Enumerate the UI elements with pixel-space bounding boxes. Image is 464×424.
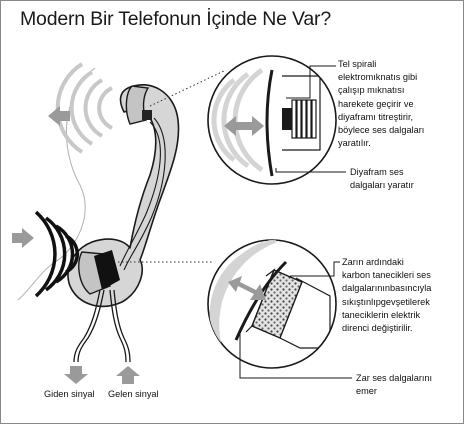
mouthpiece-in-arrow-icon [12,228,34,248]
carbon-desc-line: karbon tanecikleri ses [342,270,431,281]
coil-description: Tel spirali elektromıknatıs gibi çalışıp… [338,58,424,150]
outgoing-wire [73,289,101,363]
earpiece-waves [55,62,113,154]
coil-desc-line: harekete geçirir ve [338,98,414,109]
carbon-desc-line: dalgalarınınbasıncıyla [342,283,432,294]
carbon-capsule [94,250,120,290]
carbon-desc-line: Zarın ardındaki [342,257,404,267]
diaphragm-desc-line: Diyafram ses [350,167,404,177]
carbon-description: Zarın ardındaki karbon tanecikleri ses d… [342,256,431,335]
incoming-wire-2 [113,289,131,363]
outgoing-wire-2 [77,289,105,363]
carbon-desc-line: taneciklerin elektrik [342,309,421,320]
incoming-signal-label: Gelen sinyal [108,389,159,399]
page-title: Modern Bir Telefonun İçinde Ne Var? [20,8,331,30]
incoming-wire [109,289,127,363]
diaphragm-description: Diyafram ses dalgaları yaratır [350,166,414,192]
carbon-leader [290,261,340,277]
outgoing-signal-label: Giden sinyal [44,389,95,399]
carbon-desc-line: direnci değiştirilir. [342,323,413,334]
receiver-vibration-arrow-icon [224,116,264,136]
outgoing-arrow-icon [64,366,88,384]
coil-desc-line: elektromıknatıs gibi [338,72,418,83]
receiver-zoom-circle [207,55,337,185]
coil-desc-line: diyaframı titreştirir, [338,111,414,122]
diaphragm-leader [275,168,346,173]
transmitter-vibration-arrow-icon [228,276,266,300]
carbon-desc-line: sıkıştınlıpgevşetilerek [342,296,430,307]
coil-leader [286,65,336,99]
earpiece-out-arrow-icon [48,106,70,126]
coil-desc-line: böylece ses dalgaları [338,125,425,136]
internal-wire-2 [123,117,166,271]
mouthpiece-waves [34,210,79,298]
receiver-zoom-content [211,67,321,177]
incoming-arrow-icon [116,366,140,384]
coil-desc-line: Tel spirali [338,59,377,69]
earpiece-coil [142,110,152,120]
coil-desc-line: yaratılır. [338,138,371,149]
membrane-desc-line: emer [356,386,377,397]
diaphragm-desc-line: dalgaları yaratır [350,180,414,191]
membrane-desc-line: Zar ses dalgalarını [356,373,433,383]
membrane-description: Zar ses dalgalarını emer [356,372,432,398]
internal-wire [119,121,161,267]
membrane-leader [239,330,352,379]
coil-desc-line: çalışıp mıknatısı [338,85,405,96]
